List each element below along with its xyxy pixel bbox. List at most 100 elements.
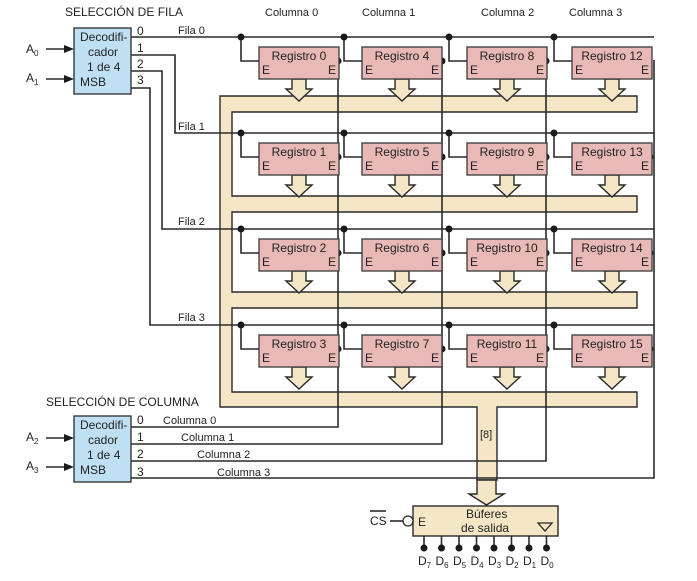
register-label: Registro 13 bbox=[581, 145, 643, 159]
svg-text:D2: D2 bbox=[506, 554, 520, 570]
enable-label-right: E bbox=[536, 63, 544, 77]
svg-text:D4: D4 bbox=[471, 554, 485, 570]
enable-label-left: E bbox=[365, 351, 373, 365]
output-pin-D6: D6 bbox=[436, 536, 450, 570]
enable-label-left: E bbox=[262, 255, 270, 269]
output-pin-D4: D4 bbox=[471, 536, 485, 570]
register-label: Registro 6 bbox=[375, 241, 430, 255]
output-pin-D3: D3 bbox=[488, 536, 502, 570]
junction-dot bbox=[445, 129, 453, 137]
junction-dot bbox=[340, 129, 348, 137]
register-box bbox=[466, 238, 548, 272]
column-header-1: Columna 1 bbox=[362, 7, 415, 19]
input-a0: A0 bbox=[26, 42, 74, 58]
chip-select-label: CS bbox=[370, 514, 387, 528]
register-label: Registro 7 bbox=[375, 337, 430, 351]
junction-dot bbox=[550, 321, 558, 329]
row-decoder-out-2: 2 bbox=[137, 57, 144, 71]
enable-label-right: E bbox=[328, 351, 336, 365]
column-line-label-1: Columna 1 bbox=[181, 432, 234, 444]
enable-label-right: E bbox=[431, 255, 439, 269]
enable-label-left: E bbox=[365, 159, 373, 173]
arrow-down-icon bbox=[387, 174, 417, 198]
register-box bbox=[571, 334, 653, 368]
arrow-down-icon bbox=[284, 174, 314, 198]
register-3: Registro 3E E bbox=[237, 321, 342, 390]
enable-label-left: E bbox=[575, 255, 583, 269]
arrow-down-icon bbox=[387, 78, 417, 102]
enable-label-left: E bbox=[262, 63, 270, 77]
column-line-label-0: Columna 0 bbox=[163, 415, 216, 427]
wires bbox=[131, 36, 655, 479]
row-decoder-line-0: Decodifi- bbox=[80, 30, 127, 44]
junction-dot bbox=[340, 33, 348, 41]
row-label-0: Fila 0 bbox=[178, 25, 205, 37]
enable-label-left: E bbox=[470, 351, 478, 365]
row-label-1: Fila 1 bbox=[178, 121, 205, 133]
row-decoder-line-1: cador bbox=[88, 45, 118, 59]
row-decoder-out-0: 0 bbox=[137, 24, 144, 38]
column-header-2: Columna 2 bbox=[481, 7, 534, 19]
column-line-label-3: Columna 3 bbox=[217, 467, 270, 479]
register-box bbox=[361, 334, 443, 368]
register-box bbox=[258, 238, 340, 272]
arrow-right-icon bbox=[64, 434, 74, 442]
arrow-down-icon bbox=[492, 366, 522, 390]
junction-dot bbox=[550, 225, 558, 233]
junction-dot bbox=[445, 321, 453, 329]
register-label: Registro 4 bbox=[375, 49, 430, 63]
arrow-down-icon bbox=[284, 78, 314, 102]
junction-dot bbox=[550, 129, 558, 137]
row-decoder-line-2: 1 de 4 bbox=[87, 60, 121, 74]
arrow-down-icon bbox=[284, 270, 314, 294]
register-label: Registro 9 bbox=[480, 145, 535, 159]
enable-label-left: E bbox=[262, 351, 270, 365]
column-decoder: Decodifi- cador 1 de 4 MSB 0 1 2 3 A2 A3 bbox=[26, 413, 144, 483]
column-decoder-out-2: 2 bbox=[137, 447, 144, 461]
junction-dot bbox=[237, 33, 245, 41]
junction-dot bbox=[237, 225, 245, 233]
junction-dot bbox=[237, 129, 245, 137]
svg-text:D0: D0 bbox=[541, 554, 555, 570]
input-a2: A2 bbox=[26, 430, 74, 446]
tri-state-icon bbox=[536, 522, 554, 532]
register-label: Registro 3 bbox=[272, 337, 327, 351]
row-label-3: Fila 3 bbox=[178, 312, 205, 324]
enable-label-right: E bbox=[641, 63, 649, 77]
arrow-right-icon bbox=[64, 463, 74, 471]
svg-text:D7: D7 bbox=[418, 554, 432, 570]
row-decoder-out-3: 3 bbox=[137, 73, 144, 87]
column-header-3: Columna 3 bbox=[569, 7, 622, 19]
output-pin-D7: D7 bbox=[418, 536, 432, 570]
arrow-down-icon bbox=[492, 174, 522, 198]
register-box bbox=[466, 142, 548, 176]
junction-dot bbox=[340, 321, 348, 329]
svg-text:D6: D6 bbox=[436, 554, 450, 570]
register-label: Registro 2 bbox=[272, 241, 327, 255]
svg-text:D1: D1 bbox=[523, 554, 537, 570]
enable-label-right: E bbox=[536, 159, 544, 173]
row-decoder-box bbox=[73, 27, 132, 95]
column-decoder-out-0: 0 bbox=[137, 413, 144, 427]
column-decoder-out-1: 1 bbox=[137, 430, 144, 444]
register-box bbox=[258, 46, 340, 80]
input-a1: A1 bbox=[26, 71, 74, 87]
enable-label-right: E bbox=[431, 351, 439, 365]
arrow-down-icon bbox=[597, 78, 627, 102]
bus-arrow-down-icon bbox=[466, 479, 507, 506]
enable-label-left: E bbox=[470, 255, 478, 269]
svg-text:D3: D3 bbox=[488, 554, 502, 570]
arrow-right-icon bbox=[64, 45, 74, 53]
column-decoder-line-2: 1 de 4 bbox=[87, 448, 121, 462]
arrow-down-icon bbox=[387, 366, 417, 390]
